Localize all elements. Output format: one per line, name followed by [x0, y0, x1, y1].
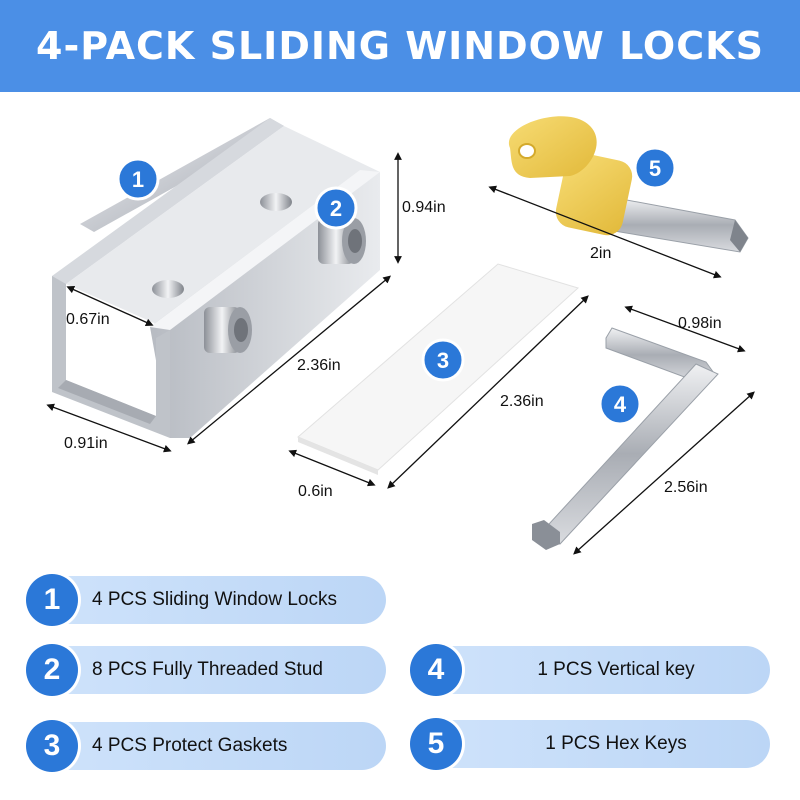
list-item-label: 1 PCS Vertical key — [537, 659, 695, 680]
list-item-locks: 1 4 PCS Sliding Window Locks — [26, 574, 386, 626]
key-length-label: 2in — [590, 245, 611, 262]
list-item-studs: 2 8 PCS Fully Threaded Stud — [26, 644, 386, 696]
lock-length-label: 2.36in — [297, 357, 341, 374]
vertical-key-short-label: 0.98in — [678, 315, 722, 332]
badge-4-number: 4 — [614, 392, 627, 417]
list-item-hex-keys: 5 1 PCS Hex Keys — [410, 718, 770, 770]
vertical-key-dimension-lines — [573, 305, 755, 555]
list-item-label: 8 PCS Fully Threaded Stud — [92, 659, 323, 680]
key-dimension-line — [488, 185, 722, 279]
list-item-vertical-key: 4 1 PCS Vertical key — [410, 644, 770, 696]
gasket-dimension-lines — [288, 295, 589, 489]
vertical-key-image: 4 — [532, 327, 719, 550]
badge-3-number: 3 — [437, 348, 449, 373]
gasket-length-label: 2.36in — [500, 393, 544, 410]
window-lock-image: 1 2 — [52, 118, 380, 438]
list-item-label: 1 PCS Hex Keys — [545, 733, 687, 754]
hex-key-image: 5 — [508, 116, 749, 253]
lock-height-label: 0.94in — [402, 199, 446, 216]
page-title: 4-PACK SLIDING WINDOW LOCKS — [36, 24, 764, 68]
lock-width-label: 0.91in — [64, 435, 108, 452]
number-badge-1: 1 — [26, 574, 78, 626]
lock-dimension-lines — [46, 152, 402, 453]
number-badge-4: 4 — [410, 644, 462, 696]
badge-1-icon — [116, 157, 160, 201]
number-badge-3: 3 — [26, 720, 78, 772]
vertical-key-long-label: 2.56in — [664, 479, 708, 496]
title-banner: 4-PACK SLIDING WINDOW LOCKS — [0, 0, 800, 92]
lock-inner-width-label: 0.67in — [66, 311, 110, 328]
list-item-label: 4 PCS Protect Gaskets — [92, 735, 288, 756]
badge-2-icon — [314, 186, 358, 230]
badge-5-number: 5 — [649, 156, 661, 181]
badge-2-number: 2 — [330, 196, 342, 221]
list-item-label: 4 PCS Sliding Window Locks — [92, 589, 337, 610]
list-item-gaskets: 3 4 PCS Protect Gaskets — [26, 720, 386, 772]
number-badge-2: 2 — [26, 644, 78, 696]
number-badge-5: 5 — [410, 718, 462, 770]
badge-1-number: 1 — [132, 167, 144, 192]
product-diagram: 1 2 0.94in 0.67in 2.36in 0.91in 5 2in — [0, 92, 800, 570]
gasket-width-label: 0.6in — [298, 483, 333, 500]
product-illustration: 1 2 0.94in 0.67in 2.36in 0.91in 5 2in — [46, 116, 755, 555]
